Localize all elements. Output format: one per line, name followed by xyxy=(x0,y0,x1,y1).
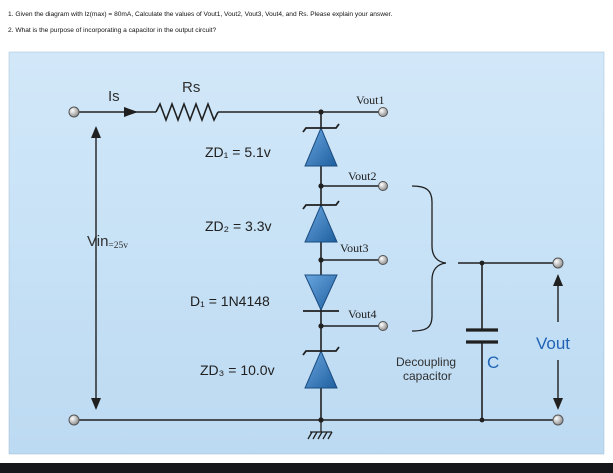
vout1-label: Vout1 xyxy=(356,93,384,107)
zener-diode-2 xyxy=(302,200,340,243)
capacitor xyxy=(466,328,498,344)
vout2-label: Vout2 xyxy=(348,169,376,183)
input-terminal-top xyxy=(68,106,80,118)
is-label: Is xyxy=(108,88,120,105)
zd2-label: ZD₂ = 3.3v xyxy=(205,218,272,234)
curly-brace xyxy=(411,185,447,332)
junction-dots xyxy=(318,109,485,423)
zener-diode-3 xyxy=(302,346,340,389)
output-terminal-top xyxy=(552,257,564,269)
capacitor-letter: C xyxy=(487,353,499,372)
vin-label: Vin=25v xyxy=(87,233,128,251)
vout3-terminal xyxy=(378,255,388,265)
input-terminal-bottom xyxy=(68,414,80,426)
rs-label: Rs xyxy=(182,79,200,96)
vout-taps xyxy=(321,111,379,327)
zd3-label: ZD₃ = 10.0v xyxy=(200,362,275,378)
vout1-terminal xyxy=(378,107,388,117)
output-terminal-bottom xyxy=(552,414,564,426)
question-line-2: 2. What is the purpose of incorporating … xyxy=(8,27,217,34)
vout2-terminal xyxy=(378,181,388,191)
decoupling-label: Decoupling xyxy=(396,355,456,369)
zener-diode-1 xyxy=(302,123,340,167)
output-wiring xyxy=(458,262,554,420)
capacitor-label: capacitor xyxy=(403,369,452,383)
question-line-1: 1. Given the diagram with Iz(max) = 80mA… xyxy=(8,11,393,18)
vin-main: Vin xyxy=(87,233,108,250)
vout-label: Vout xyxy=(536,334,570,353)
vin-value: =25v xyxy=(108,241,128,251)
vin-arrow xyxy=(91,126,101,410)
vout4-terminal xyxy=(378,321,388,331)
vout3-label: Vout3 xyxy=(340,241,368,255)
vout4-label: Vout4 xyxy=(348,307,376,321)
ground-symbol xyxy=(307,420,333,440)
zd1-label: ZD₁ = 5.1v xyxy=(205,144,271,160)
top-rail xyxy=(78,101,321,123)
current-arrow xyxy=(124,107,138,117)
diode-1 xyxy=(303,274,339,312)
vout-arrow xyxy=(553,274,563,410)
d1-label: D₁ = 1N4148 xyxy=(190,293,270,309)
